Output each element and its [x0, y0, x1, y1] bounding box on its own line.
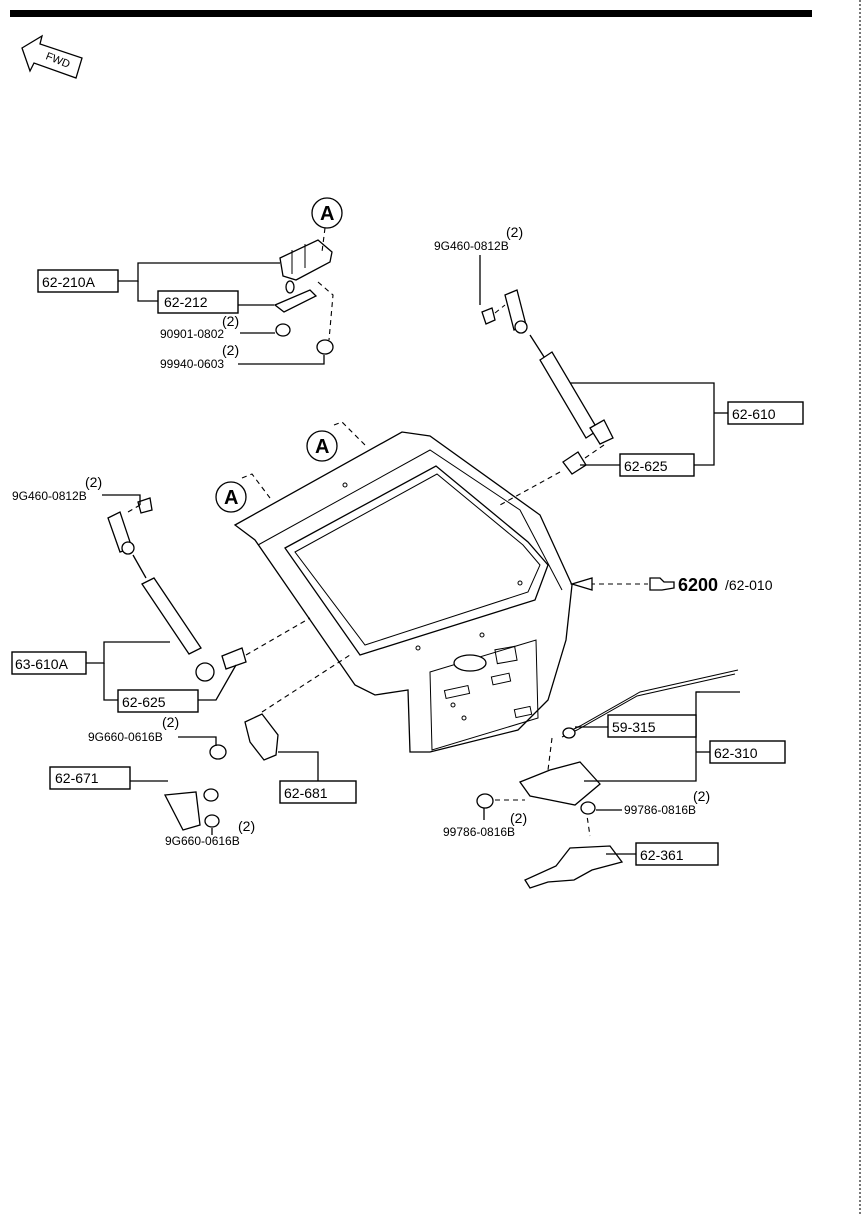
part-62-361: 62-361 [640, 847, 684, 863]
qty-99940: (2) [222, 342, 239, 358]
callout-letter: A [320, 203, 334, 225]
callout-letter: A [315, 436, 329, 458]
left-gas-strut [107, 497, 311, 682]
code-9g460-top: 9G460-0812B [434, 239, 509, 253]
ref-main: 6200 [678, 575, 718, 595]
part-63-610a: 63-610A [15, 656, 69, 672]
code-9g660-b: 9G660-0616B [165, 834, 240, 848]
callout-a-upper: A [306, 421, 368, 462]
code-99786-left: 99786-0816B [443, 825, 515, 839]
part-62-681: 62-681 [284, 785, 328, 801]
qty-99786-right: (2) [693, 788, 710, 804]
callout-a-lower: A [215, 473, 271, 513]
liftgate-panel [233, 431, 573, 753]
callout-a-hinge: A [311, 197, 343, 229]
left-stopper-bracket [209, 654, 351, 761]
ref-sub: /62-010 [725, 577, 773, 593]
part-62-212: 62-212 [164, 294, 208, 310]
qty-9g460-left: (2) [85, 474, 102, 490]
left-lower-bracket [163, 788, 220, 831]
ref-arrow-icon [569, 577, 593, 591]
code-9g460-left: 9G460-0812B [12, 489, 87, 503]
code-9g660-a: 9G660-0616B [88, 730, 163, 744]
part-box-62-212 [157, 290, 239, 314]
code-99940: 99940-0603 [160, 357, 224, 371]
hinge-assembly [273, 227, 334, 355]
part-box-62-310 [709, 740, 786, 764]
part-62-210a: 62-210A [42, 274, 96, 290]
qty-9g660-a: (2) [162, 714, 179, 730]
part-62-671: 62-671 [55, 770, 99, 786]
qty-90901: (2) [222, 313, 239, 329]
code-99786-right: 99786-0816B [624, 803, 696, 817]
part-box-62-610 [727, 401, 804, 425]
latch-assembly [476, 669, 739, 889]
part-62-310: 62-310 [714, 745, 758, 761]
part-62-610: 62-610 [732, 406, 776, 422]
part-62-625-left: 62-625 [122, 694, 166, 710]
qty-9g660-b: (2) [238, 818, 255, 834]
part-59-315: 59-315 [612, 719, 656, 735]
part-box-62-671 [49, 766, 131, 790]
qty-9g460-top: (2) [506, 224, 523, 240]
callout-letter: A [224, 487, 238, 509]
part-box-62-625-left [117, 689, 199, 713]
qty-99786-left: (2) [510, 810, 527, 826]
right-gas-strut [481, 289, 614, 506]
fwd-arrow-icon: FWD [21, 34, 83, 79]
part-62-625-right: 62-625 [624, 458, 668, 474]
pointing-hand-icon [649, 577, 675, 591]
part-box-62-681 [279, 780, 357, 804]
code-90901: 90901-0802 [160, 327, 224, 341]
part-box-59-315 [607, 714, 697, 738]
top-border [10, 10, 812, 17]
